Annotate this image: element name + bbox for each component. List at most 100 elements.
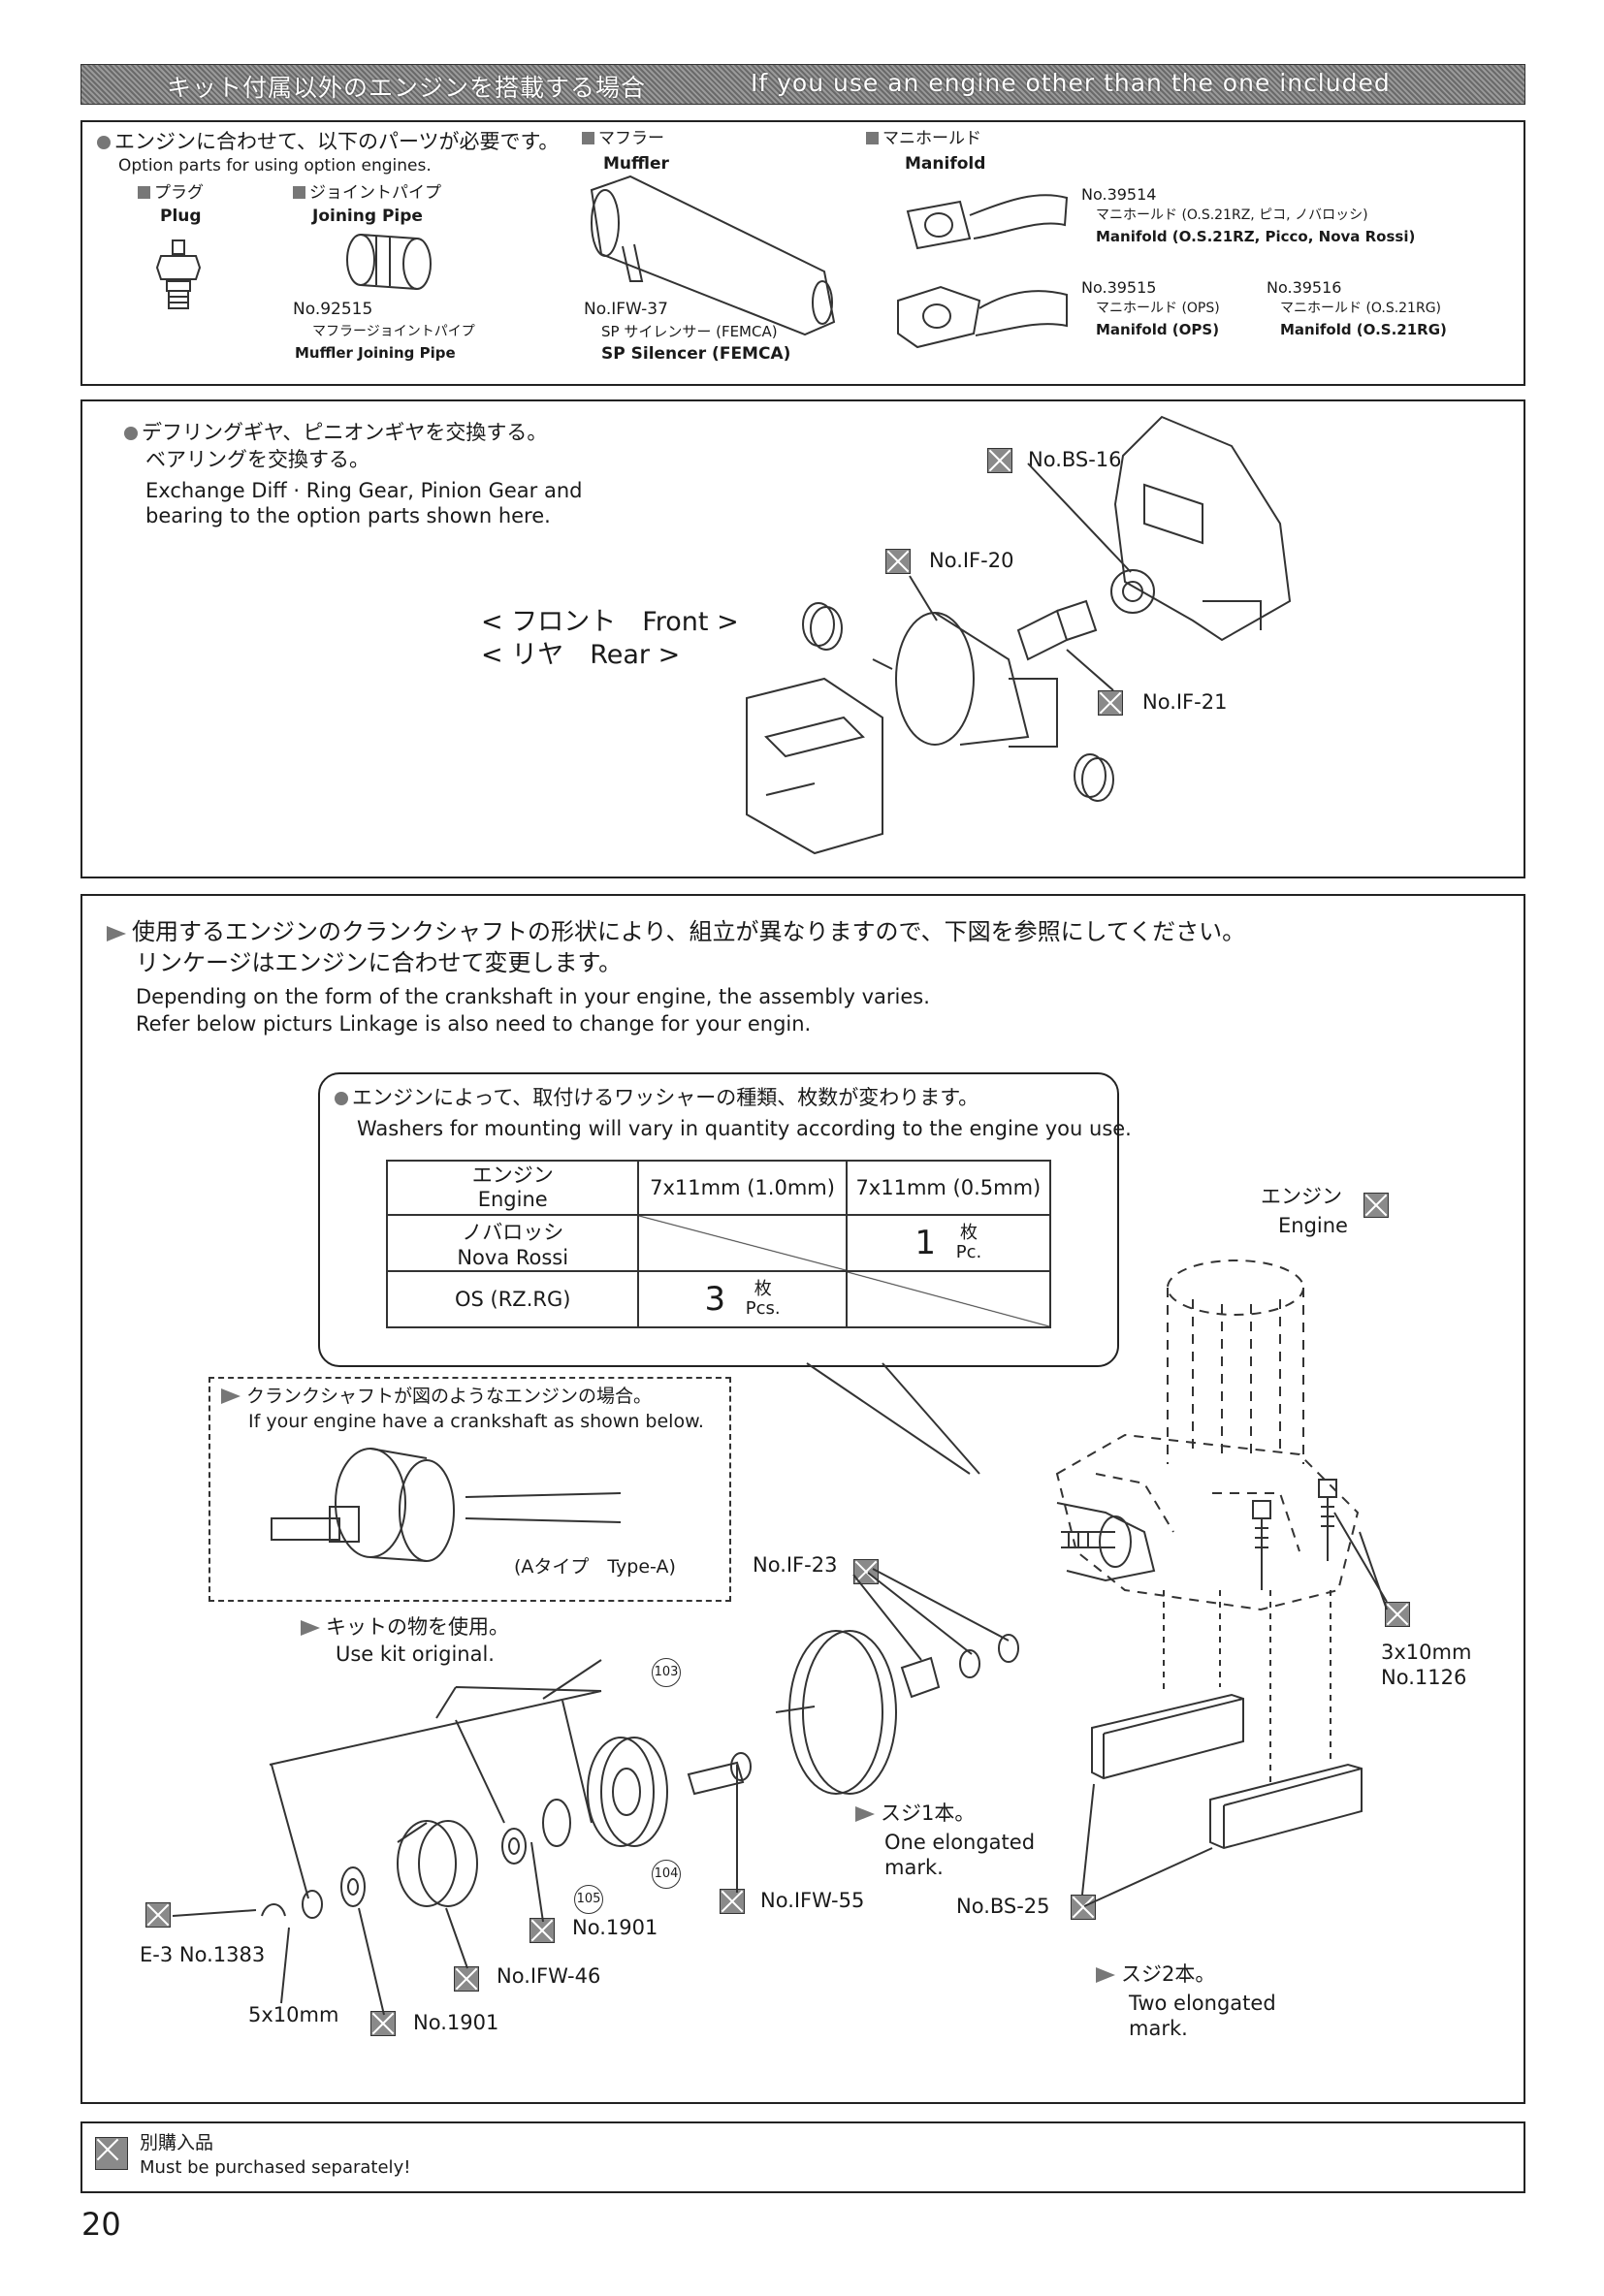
table-head-1mm: 7x11mm (1.0mm) bbox=[637, 1160, 848, 1216]
collet-drawing bbox=[900, 1634, 1019, 1699]
joining-pipe-label-jp: ジョイントパイプ bbox=[293, 183, 441, 204]
leader-line bbox=[1027, 462, 1132, 573]
manifold-label-en: Manifold bbox=[905, 154, 986, 174]
clutch-shaft-drawing bbox=[687, 1752, 752, 1796]
manifold-a-number: No.39514 bbox=[1081, 185, 1157, 204]
callout-jp: エンジンによって、取付けるワッシャーの種類、枚数が変わります。 bbox=[335, 1086, 978, 1109]
crankshaft-engine-drawing bbox=[1056, 1502, 1156, 1582]
bearing-bs16-drawing bbox=[1110, 569, 1155, 614]
kit-original-en: Use kit original. bbox=[336, 1642, 495, 1666]
section2-line2-jp: ベアリングを交換する。 bbox=[145, 448, 369, 471]
footer-note-jp: 別購入品 bbox=[140, 2132, 214, 2153]
manifold-c-name-en: Manifold (O.S.21RG) bbox=[1280, 321, 1447, 338]
gearbox-drawing bbox=[1113, 415, 1292, 642]
purchase-separately-icon bbox=[987, 448, 1012, 473]
section3-line1-en: Depending on the form of the crankshaft … bbox=[136, 985, 930, 1008]
engine-label-jp: エンジン bbox=[1261, 1185, 1342, 1208]
spacer-rear-drawing bbox=[1074, 753, 1114, 802]
leader-line bbox=[852, 1568, 1010, 1661]
part-e3: E-3 No.1383 bbox=[140, 1943, 266, 1966]
joining-pipe-label-en: Joining Pipe bbox=[312, 207, 423, 226]
part-bs16: No.BS-16 bbox=[1028, 448, 1122, 471]
section1-intro-jp: エンジンに合わせて、以下のパーツが必要です。 bbox=[97, 130, 559, 153]
diff-ring-gear-drawing bbox=[872, 612, 1058, 748]
part-ifw46: No.IFW-46 bbox=[497, 1964, 601, 1988]
section2-line1-jp: デフリングギヤ、ピニオンギヤを交換する。 bbox=[124, 421, 547, 444]
purchase-separately-icon bbox=[370, 2011, 396, 2036]
screw-number: No.1126 bbox=[1381, 1666, 1467, 1689]
type-a-en: If your engine have a crankshaft as show… bbox=[248, 1411, 704, 1432]
rear-label: < リヤ Rear > bbox=[481, 640, 681, 670]
section2-line1-en: Exchange Diff · Ring Gear, Pinion Gear a… bbox=[145, 479, 583, 502]
banner-title-jp: キット付属以外のエンジンを搭載する場合 bbox=[167, 74, 647, 102]
front-label: < フロント Front > bbox=[481, 607, 739, 637]
part-if21: No.IF-21 bbox=[1142, 690, 1228, 714]
plug-label-jp: プラグ bbox=[138, 183, 204, 204]
purchase-separately-icon bbox=[720, 1889, 745, 1914]
small-bearing-drawing bbox=[340, 1866, 366, 1907]
purchase-separately-icon bbox=[529, 1918, 555, 1943]
leader-line bbox=[1081, 1783, 1213, 1907]
purchase-separately-icon bbox=[1385, 1602, 1410, 1627]
washer-size: 5x10mm bbox=[248, 2003, 339, 2026]
purchase-separately-icon bbox=[1071, 1895, 1096, 1920]
mark2-en2: mark. bbox=[1129, 2017, 1188, 2040]
manifold-a-name-en: Manifold (O.S.21RZ, Picco, Nova Rossi) bbox=[1096, 228, 1416, 245]
front-block-drawing bbox=[746, 677, 883, 855]
joining-pipe-number: No.92515 bbox=[293, 300, 373, 319]
joining-pipe-name-jp: マフラージョイントパイプ bbox=[312, 324, 475, 339]
kit-bracket-lines bbox=[269, 1659, 602, 1766]
crankshaft-type-a-drawing bbox=[271, 1448, 622, 1562]
spacer-front-drawing bbox=[802, 602, 843, 651]
option-parts-box bbox=[80, 120, 1525, 386]
muffler-drawing bbox=[590, 175, 836, 336]
flywheel-drawing bbox=[775, 1630, 897, 1795]
plug-drawing bbox=[155, 239, 202, 309]
mark1-en1: One elongated bbox=[884, 1831, 1036, 1854]
manifold-c-name-jp: マニホールド (O.S.21RG) bbox=[1280, 301, 1442, 316]
table-head-05mm: 7x11mm (0.5mm) bbox=[845, 1160, 1052, 1216]
section2-line2-en: bearing to the option parts shown here. bbox=[145, 504, 551, 527]
callout-104: 104 bbox=[652, 1860, 681, 1889]
engine-assembly-box bbox=[80, 894, 1525, 2104]
section3-line2-jp: リンケージはエンジンに合わせて変更します。 bbox=[136, 949, 623, 976]
type-a-box bbox=[209, 1377, 731, 1602]
clutch-bell-drawing bbox=[397, 1820, 478, 1907]
callout-pointer bbox=[806, 1362, 980, 1475]
banner-title-en: If you use an engine other than the one … bbox=[751, 69, 1391, 97]
plug-label-en: Plug bbox=[160, 207, 202, 226]
leader-line bbox=[358, 1765, 738, 2016]
muffler-label-jp: マフラー bbox=[582, 129, 664, 149]
leader-line bbox=[1333, 1512, 1388, 1610]
part-1901b: No.1901 bbox=[413, 2011, 499, 2034]
footer-note-en: Must be purchased separately! bbox=[140, 2157, 411, 2178]
section1-intro-en: Option parts for using option engines. bbox=[118, 156, 432, 175]
section3-line1-jp: 使用するエンジンのクランクシャフトの形状により、組立が異なりますので、下図を参照… bbox=[107, 918, 1245, 946]
purchase-separately-icon bbox=[145, 1902, 171, 1928]
muffler-label-en: Muffler bbox=[603, 154, 669, 174]
part-bs25: No.BS-25 bbox=[956, 1895, 1050, 1918]
leader-line bbox=[909, 575, 938, 622]
callout-105: 105 bbox=[574, 1885, 603, 1914]
part-ifw55: No.IFW-55 bbox=[760, 1889, 865, 1912]
purchase-separately-icon bbox=[1098, 690, 1123, 716]
engine-mount-lower-drawing bbox=[1209, 1763, 1363, 1850]
joining-pipe-drawing bbox=[346, 234, 432, 290]
part-if20: No.IF-20 bbox=[929, 549, 1014, 572]
engine-mount-upper-drawing bbox=[1091, 1693, 1244, 1780]
section3-line2-en: Refer below picturs Linkage is also need… bbox=[136, 1012, 812, 1036]
type-a-jp: クランクシャフトが図のようなエンジンの場合。 bbox=[221, 1386, 652, 1408]
screw-size: 3x10mm bbox=[1381, 1641, 1472, 1664]
part-1901a: No.1901 bbox=[572, 1916, 658, 1939]
section-banner: キット付属以外のエンジンを搭載する場合 If you use an engine… bbox=[80, 64, 1525, 105]
muffler-name-en: SP Silencer (FEMCA) bbox=[601, 344, 791, 364]
manifold-a-name-jp: マニホールド (O.S.21RZ, ピコ, ノバロッシ) bbox=[1096, 207, 1368, 223]
mark1-jp: スジ1本。 bbox=[855, 1802, 975, 1825]
pinion-gear-drawing bbox=[1016, 599, 1098, 661]
purchase-separately-icon bbox=[454, 1966, 479, 1992]
manifold-b-number: No.39515 bbox=[1081, 278, 1157, 297]
